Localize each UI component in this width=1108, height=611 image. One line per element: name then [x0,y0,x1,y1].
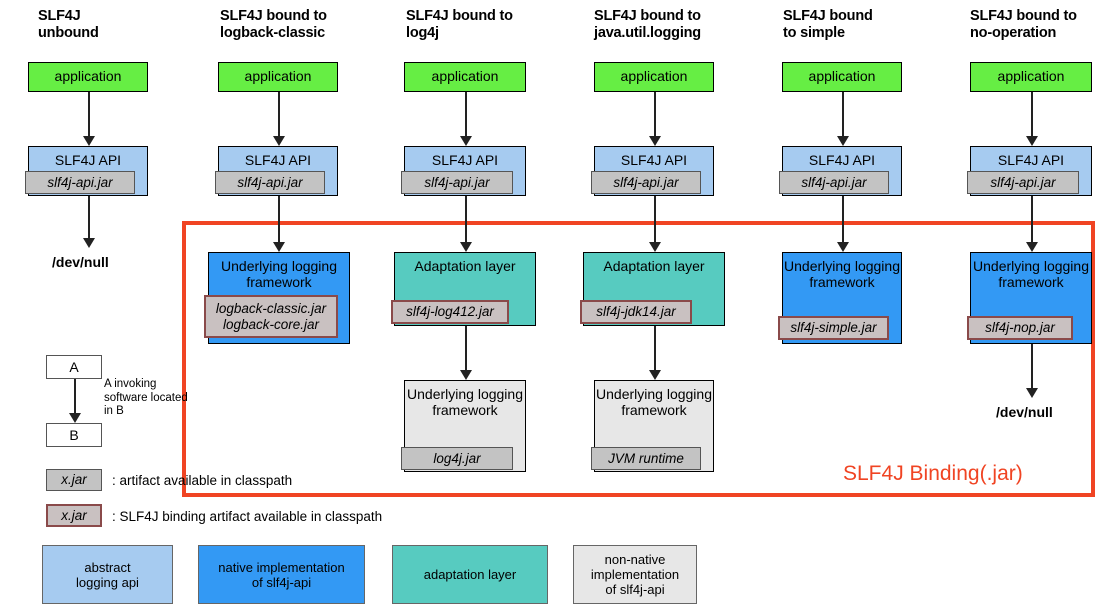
node-label: Adaptation layer [414,258,516,274]
legend-swatch-label: non-native implementation of slf4j-api [590,552,680,597]
node-label: Adaptation layer [603,258,705,274]
legend-jar-binding: x.jar [46,504,102,527]
node-label: application [620,68,688,84]
node-label: SLF4J API [244,152,312,168]
legend-jar-artifact: x.jar [46,469,102,491]
legend-box-b: B [46,423,102,447]
node-application-col6: application [970,62,1092,92]
legend-swatch-label: abstract logging api [76,559,139,590]
column-header-unbound: SLF4J unbound [38,8,99,41]
jar-slf4j-api-col4: slf4j-api.jar [591,171,701,194]
column-header-nop: SLF4J bound to no-operation [970,8,1077,41]
node-application-col2: application [218,62,338,92]
node-label: Underlying logging framework [596,386,712,418]
node-label: SLF4J API [431,152,499,168]
node-label: application [997,68,1065,84]
devnull-col1: /dev/null [52,254,109,270]
node-application-col1: application [28,62,148,92]
node-label: SLF4J API [808,152,876,168]
legend-box-a-label: A [69,359,79,375]
column-header-simple: SLF4J bound to simple [783,8,873,41]
node-label: Underlying logging framework [407,386,523,418]
legend-box-b-label: B [69,427,79,443]
node-application-col5: application [782,62,902,92]
node-label: SLF4J API [997,152,1065,168]
jar-slf4j-api-col5: slf4j-api.jar [779,171,889,194]
jar-underlying-col4: JVM runtime [591,447,701,470]
jar-underlying-col3: log4j.jar [401,447,513,470]
legend-box-a: A [46,355,102,379]
node-application-col3: application [404,62,526,92]
column-header-logback: SLF4J bound to logback-classic [220,8,327,41]
jar-binding-col6: slf4j-nop.jar [967,316,1073,340]
node-label: Underlying logging framework [973,258,1089,290]
node-label: application [808,68,876,84]
legend-invoking-text: A invoking software located in B [104,378,188,417]
legend-swatch-label: native implementation of slf4j-api [218,559,345,590]
legend-swatch-label: adaptation layer [423,567,517,582]
legend-swatch-adaptation-layer: adaptation layer [392,545,548,604]
slf4j-binding-label: SLF4J Binding(.jar) [843,462,1023,485]
jar-binding-col2: logback-classic.jar logback-core.jar [204,295,338,338]
legend-jar-artifact-note: : artifact available in classpath [112,473,293,488]
legend-jar-binding-note: : SLF4J binding artifact available in cl… [112,509,383,524]
jar-binding-col4: slf4j-jdk14.jar [580,300,692,324]
jar-binding-col3: slf4j-log412.jar [391,300,509,324]
jar-slf4j-api-col6: slf4j-api.jar [967,171,1079,194]
legend-swatch-native-impl: native implementation of slf4j-api [198,545,365,604]
column-header-log4j: SLF4J bound to log4j [406,8,513,41]
legend-swatch-abstract-api: abstract logging api [42,545,173,604]
node-label: application [244,68,312,84]
node-application-col4: application [594,62,714,92]
jar-slf4j-api-col2: slf4j-api.jar [215,171,325,194]
node-label: Underlying logging framework [221,258,337,290]
node-label: application [431,68,499,84]
node-label: SLF4J API [620,152,688,168]
column-header-jul: SLF4J bound to java.util.logging [594,8,701,41]
jar-binding-col5: slf4j-simple.jar [778,316,889,340]
node-label: SLF4J API [54,152,122,168]
jar-slf4j-api-col1: slf4j-api.jar [25,171,135,194]
legend-swatch-nonnative-impl: non-native implementation of slf4j-api [573,545,697,604]
devnull-col6: /dev/null [996,404,1053,420]
node-label: Underlying logging framework [784,258,900,290]
jar-slf4j-api-col3: slf4j-api.jar [401,171,513,194]
node-label: application [54,68,122,84]
